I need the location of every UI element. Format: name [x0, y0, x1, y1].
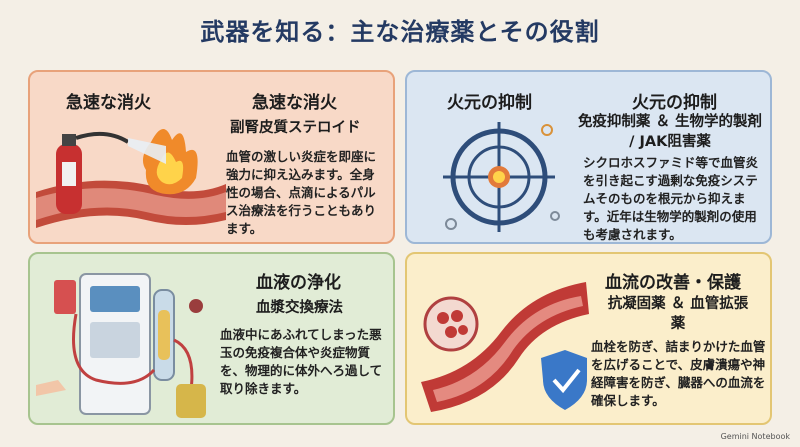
card-subtitle: 血漿交換療法: [256, 300, 343, 316]
card-heading: 血流の改善・保護: [605, 273, 741, 293]
card-heading: 血液の浄化: [256, 273, 341, 293]
plasma-exchange-machine-illustration: [36, 273, 206, 418]
card-heading: 急速な消火: [252, 93, 337, 113]
card-source-suppression: 火元の抑制 火元の抑制 免疫抑制薬 ＆ 生物学的製剤 / JAK阻害薬 シクロホ…: [405, 70, 772, 244]
card-subtitle: 抗凝固薬 ＆ 血管拡張薬: [607, 296, 749, 332]
fire-extinguisher-illustration: [36, 128, 226, 228]
card-body: 血液中にあふれてしまった悪玉の免疫複合体や炎症物質を、物理的に体外へろ過して取り…: [220, 327, 383, 396]
page-title: 武器を知る：主な治療薬とその役割: [200, 18, 600, 46]
card-body: シクロホスファミド等で血管炎を引き起こす過剰な免疫システムそのものを根元から抑え…: [583, 155, 759, 242]
card-blood-flow-protection: 血流の改善・保護 抗凝固薬 ＆ 血管拡張薬 血栓を防ぎ、詰まりかけた血管を広げる…: [405, 252, 772, 425]
illustration-label: 急速な消火: [66, 93, 151, 113]
card-body: 血栓を防ぎ、詰まりかけた血管を広げることで、皮膚潰瘍や神経障害を防ぎ、臓器への血…: [591, 339, 766, 408]
blood-vessel-shield-illustration: [421, 282, 589, 412]
card-body: 血管の激しい炎症を即座に強力に抑え込みます。全身性の場合、点滴によるパルス治療法…: [226, 149, 377, 236]
footer-brand: Gemini Notebook: [720, 432, 790, 441]
card-heading: 火元の抑制: [632, 93, 717, 113]
illustration-label: 火元の抑制: [447, 93, 532, 113]
card-subtitle: 副腎皮質ステロイド: [230, 120, 361, 136]
card-blood-purification: 血液の浄化 血漿交換療法 血液中にあふれてしまった悪玉の免疫複合体や炎症物質を、…: [28, 252, 395, 425]
card-rapid-extinguish: 急速な消火 急速な消火 副腎皮質ステロイド 血管の激しい炎症を即座に強力に抑え込…: [28, 70, 395, 244]
target-crosshair-illustration: [443, 122, 560, 232]
card-subtitle: 免疫抑制薬 ＆ 生物学的製剤 / JAK阻害薬: [577, 114, 763, 150]
